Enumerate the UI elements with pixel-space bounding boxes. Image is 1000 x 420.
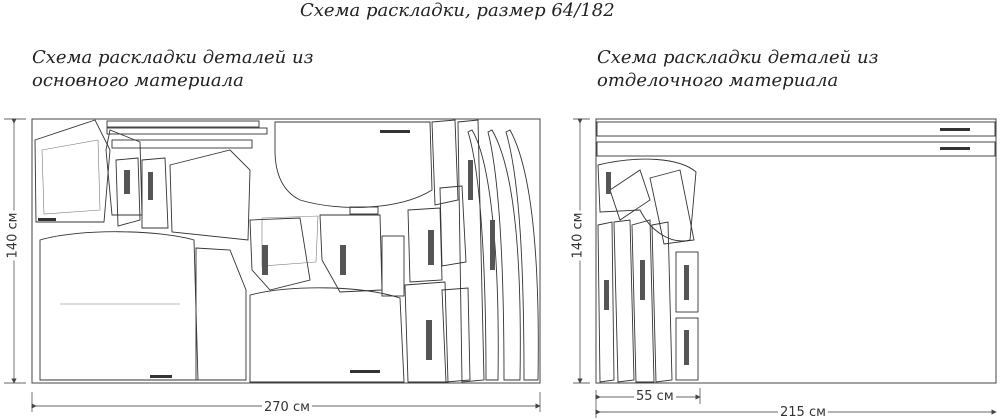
pattern-piece	[169, 149, 251, 241]
pattern-piece	[349, 206, 379, 215]
pattern-piece	[105, 129, 143, 216]
pattern-piece	[106, 127, 268, 135]
trim-fabric-layout	[573, 118, 997, 418]
pattern-piece	[111, 139, 253, 149]
trim-fabric-heading-line2: отделочного материала	[597, 70, 839, 91]
trim-fabric-border	[595, 118, 997, 384]
pattern-piece	[249, 287, 405, 383]
pattern-piece	[319, 214, 383, 293]
pattern-piece	[249, 217, 311, 291]
pattern-piece	[407, 207, 443, 283]
pattern-piece	[631, 219, 655, 383]
pattern-piece	[274, 121, 433, 208]
pattern-piece	[505, 129, 539, 381]
pattern-piece	[439, 185, 467, 267]
pattern-piece	[596, 121, 996, 137]
trim-fabric-height-label: 140 см	[570, 210, 586, 261]
trim-fabric-width-label: 215 см	[778, 405, 828, 420]
pattern-piece	[441, 287, 471, 383]
main-fabric-heading-line1: Схема раскладки деталей из	[32, 47, 314, 68]
pattern-piece	[41, 139, 101, 215]
pattern-piece	[261, 215, 319, 267]
main-fabric-border	[31, 118, 541, 384]
pattern-piece	[675, 317, 699, 381]
main-fabric-width-label: 270 см	[262, 400, 312, 415]
pattern-piece	[195, 247, 247, 381]
pattern-piece	[381, 235, 405, 297]
pattern-piece	[675, 251, 699, 313]
pattern-piece	[596, 141, 996, 157]
pattern-piece	[431, 119, 459, 206]
pattern-piece	[39, 231, 199, 381]
pattern-piece	[34, 119, 111, 223]
pattern-piece	[597, 221, 615, 383]
pattern-piece	[141, 157, 169, 229]
pattern-piece	[115, 157, 141, 227]
pattern-piece	[649, 169, 695, 245]
pattern-piece	[487, 129, 521, 381]
pattern-piece	[597, 158, 697, 242]
main-fabric-height-label: 140 см	[5, 210, 21, 261]
pattern-piece	[609, 169, 651, 221]
pattern-piece	[651, 221, 673, 383]
trim-fabric-inner-width-label: 55 см	[634, 389, 676, 404]
pattern-piece	[613, 219, 635, 383]
pattern-piece	[457, 119, 485, 383]
main-fabric-layout	[4, 118, 541, 412]
page-title: Схема раскладки, размер 64/182	[300, 0, 615, 21]
pattern-piece	[467, 129, 499, 381]
trim-fabric-heading-line1: Схема раскладки деталей из	[597, 47, 879, 68]
main-fabric-heading-line2: основного материала	[32, 70, 244, 91]
pattern-piece	[106, 120, 260, 128]
